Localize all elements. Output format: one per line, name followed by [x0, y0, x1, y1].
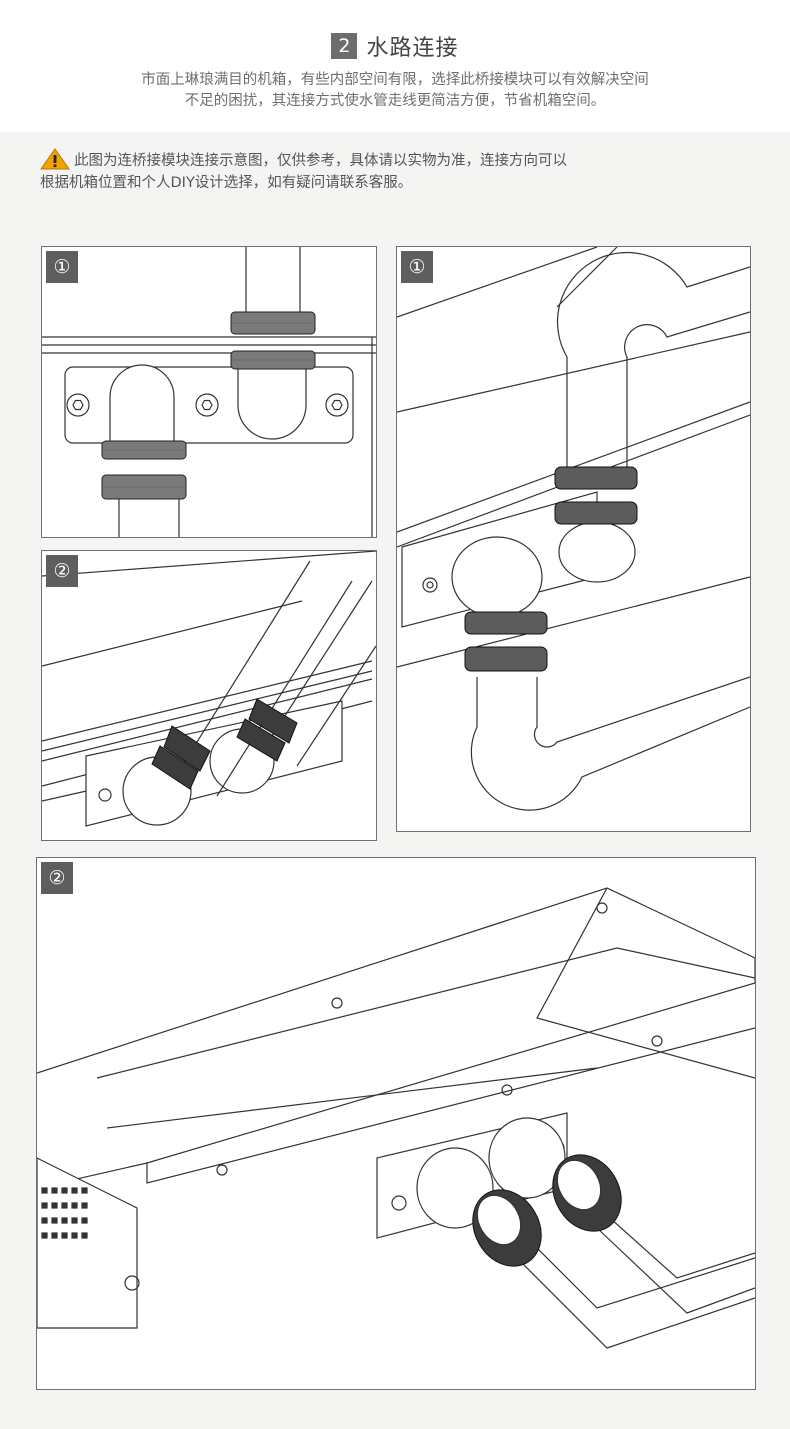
panel-badge-1: ①: [46, 251, 78, 283]
panel-badge-3: ①: [401, 251, 433, 283]
front-view-drawing: [42, 247, 376, 537]
illustration-large-view: ②: [36, 857, 756, 1390]
warning-icon: [40, 148, 70, 170]
notice-block: 此图为连桥接模块连接示意图，仅供参考，具体请以实物为准，连接方向可以 根据机箱位…: [40, 148, 760, 194]
section-header: 2 水路连接 市面上琳琅满目的机箱，有些内部空间有限，选择此桥接模块可以有效解决…: [0, 0, 790, 130]
panel-badge-4: ②: [41, 862, 73, 894]
subtitle-line-2: 不足的困扰，其连接方式使水管走线更简洁方便，节省机箱空间。: [184, 93, 606, 109]
section-title: 水路连接: [366, 36, 459, 61]
section-number-badge: 2: [331, 33, 358, 59]
large-view-drawing: [37, 887, 755, 1349]
panel-badge-2: ②: [46, 555, 78, 587]
illustration-angled-view-small: ②: [41, 550, 377, 841]
angled-view-tall-drawing: [397, 247, 750, 811]
notice-line-1: 此图为连桥接模块连接示意图，仅供参考，具体请以实物为准，连接方向可以: [40, 148, 760, 172]
notice-line-2: 根据机箱位置和个人DIY设计选择，如有疑问请联系客服。: [40, 175, 413, 191]
section-title-row: 2 水路连接: [0, 30, 790, 62]
section-subtitle: 市面上琳琅满目的机箱，有些内部空间有限，选择此桥接模块可以有效解决空间 不足的困…: [0, 70, 790, 112]
angled-view-small-drawing: [42, 551, 376, 827]
illustration-angled-view-tall: ①: [396, 246, 751, 832]
subtitle-line-1: 市面上琳琅满目的机箱，有些内部空间有限，选择此桥接模块可以有效解决空间: [141, 72, 649, 88]
notice-text-1: 此图为连桥接模块连接示意图，仅供参考，具体请以实物为准，连接方向可以: [74, 153, 567, 169]
illustration-front-view: ①: [41, 246, 377, 538]
